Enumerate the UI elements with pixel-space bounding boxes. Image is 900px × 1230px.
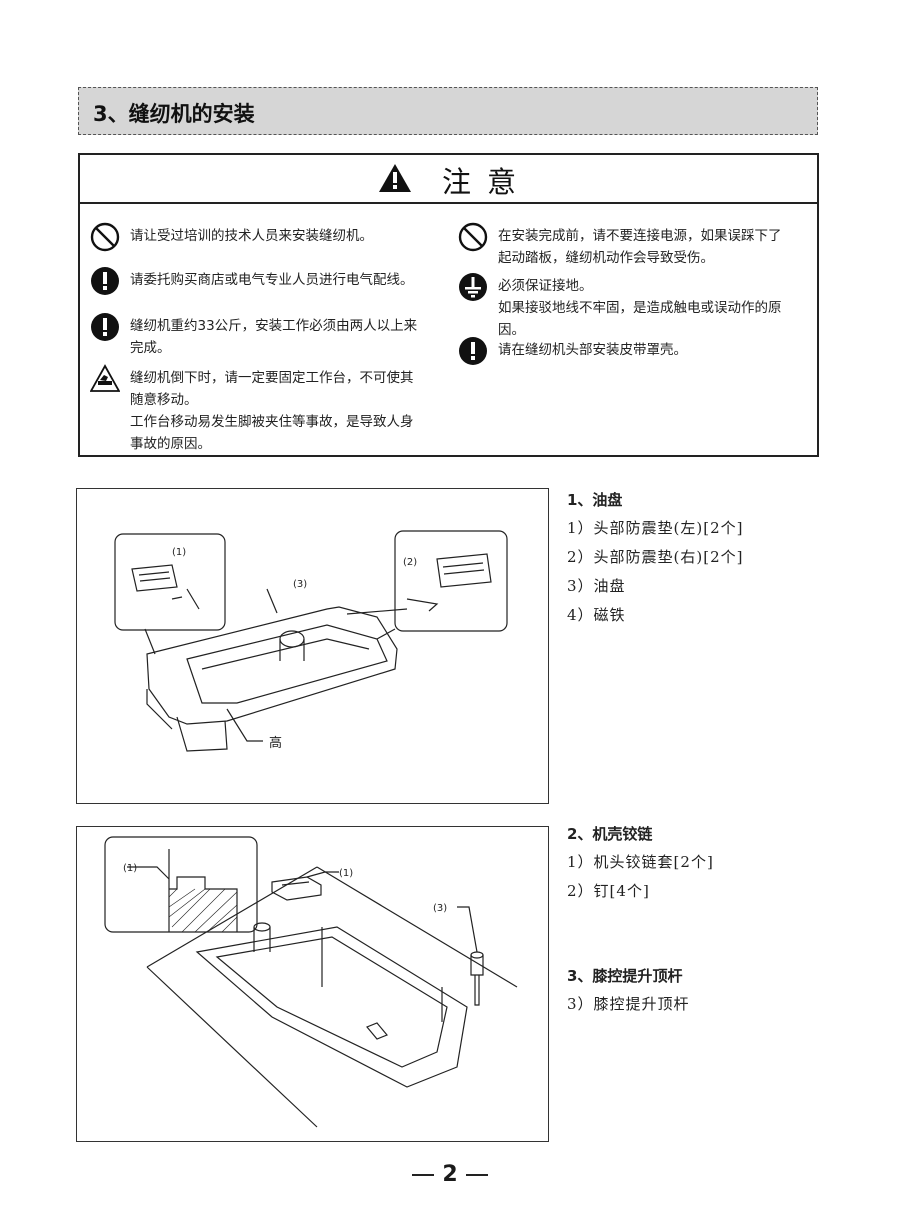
part-item: 1）头部防震垫(左)[2个] xyxy=(567,519,744,537)
page-number-dash xyxy=(465,1174,488,1176)
figure1-label: 高 xyxy=(269,735,282,751)
parts-heading: 3、膝控提升顶杆 xyxy=(567,967,683,985)
parts-heading: 2、机壳铰链 xyxy=(567,825,653,843)
caution-title: 注意 xyxy=(442,165,533,199)
prohibition-icon xyxy=(458,222,488,252)
warning-triangle-icon xyxy=(379,164,411,192)
parts-list-oil-pan: 1、油盘 1）头部防震垫(左)[2个] 2）头部防震垫(右)[2个] 3）油盘 … xyxy=(567,486,744,630)
part-item: 2）钉[4个] xyxy=(567,882,650,900)
figure2-label: (1) xyxy=(123,863,137,874)
hinge-illustration: (1) (1) (3) xyxy=(104,836,518,1128)
part-item: 3）膝控提升顶杆 xyxy=(567,995,690,1013)
page-number: 2 xyxy=(0,1162,900,1187)
part-item: 1）机头铰链套[2个] xyxy=(567,853,714,871)
parts-heading: 1、油盘 xyxy=(567,491,623,509)
figure-hinge: (1) (1) (3) xyxy=(76,826,549,1142)
part-item: 2）头部防震垫(右)[2个] xyxy=(567,548,744,566)
figure1-label: (3) xyxy=(293,579,307,590)
page-number-dash xyxy=(412,1174,435,1176)
part-item: 4）磁铁 xyxy=(567,606,626,624)
figure2-label: (3) xyxy=(433,903,447,914)
part-item: 3）油盘 xyxy=(567,577,626,595)
mandatory-icon xyxy=(459,337,487,365)
caution-header: 注意 xyxy=(80,155,817,204)
mandatory-icon xyxy=(91,267,119,295)
oil-pan-illustration: (1) (2) (3) 高 xyxy=(114,530,508,752)
figure1-label: (1) xyxy=(172,547,186,558)
caution-box: 注意 请让受过培训的技术人员来安装缝纫机。 请委托购买商店或电气专业人员进行电气… xyxy=(78,153,819,457)
foot-pinch-warning-icon xyxy=(90,364,120,392)
section-title: 3、缝纫机的安装 xyxy=(93,102,255,126)
parts-list-hinge: 2、机壳铰链 1）机头铰链套[2个] 2）钉[4个] xyxy=(567,820,714,906)
figure2-label: (1) xyxy=(339,868,353,879)
ground-icon xyxy=(459,273,487,301)
prohibition-icon xyxy=(90,222,120,252)
figure1-label: (2) xyxy=(403,557,417,568)
section-header: 3、缝纫机的安装 xyxy=(78,87,818,135)
parts-list-knee-lifter: 3、膝控提升顶杆 3）膝控提升顶杆 xyxy=(567,962,690,1019)
figure-oil-pan: (1) (2) (3) 高 xyxy=(76,488,549,804)
mandatory-icon xyxy=(91,313,119,341)
